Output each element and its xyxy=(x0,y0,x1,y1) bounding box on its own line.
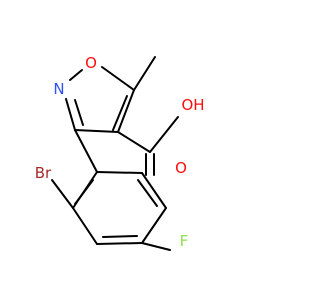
bond-ph5-ph6-inner xyxy=(137,179,158,207)
bonds xyxy=(51,56,179,251)
bond-C5-C4-inner xyxy=(112,95,128,131)
bond-C3-N2 xyxy=(65,98,76,131)
atom-Br-label: Br xyxy=(35,164,52,182)
bond-N2-O1 xyxy=(69,69,83,81)
bond-ph4-ph5 xyxy=(141,207,167,244)
bond-O1-C5 xyxy=(101,66,135,91)
bond-C4-C3 xyxy=(74,129,119,133)
atom-labels: O N OH O Br F xyxy=(35,54,205,250)
bond-ph2-Br xyxy=(51,179,74,209)
bond-ph3-ph4 xyxy=(96,242,143,245)
bond-ph3-ph4-inner xyxy=(102,235,138,238)
bond-ph2-ph3 xyxy=(72,207,98,245)
atom-O-carbonyl-label: O xyxy=(175,159,187,177)
bond-ph1-ph2-inner xyxy=(74,179,94,205)
bond-C3-N2-inner xyxy=(74,99,84,126)
atom-F-label: F xyxy=(180,232,189,250)
bond-ph5-ph6 xyxy=(141,172,167,209)
bond-C4-Ccarboxyl xyxy=(117,131,151,153)
bond-C3-phenyl xyxy=(74,129,98,173)
atom-N2-label: N xyxy=(53,80,64,98)
bond-C5-C4 xyxy=(117,89,135,133)
bond-ph6-ph1 xyxy=(96,171,143,174)
atom-OH-label: OH xyxy=(181,96,204,114)
bond-Ccarboxyl-OH xyxy=(149,116,179,153)
molecule-structure: O N OH O Br F xyxy=(35,54,205,251)
atom-O1-label: O xyxy=(85,54,97,72)
bond-C5-methyl xyxy=(133,56,156,91)
bond-ph4-F xyxy=(141,242,171,251)
